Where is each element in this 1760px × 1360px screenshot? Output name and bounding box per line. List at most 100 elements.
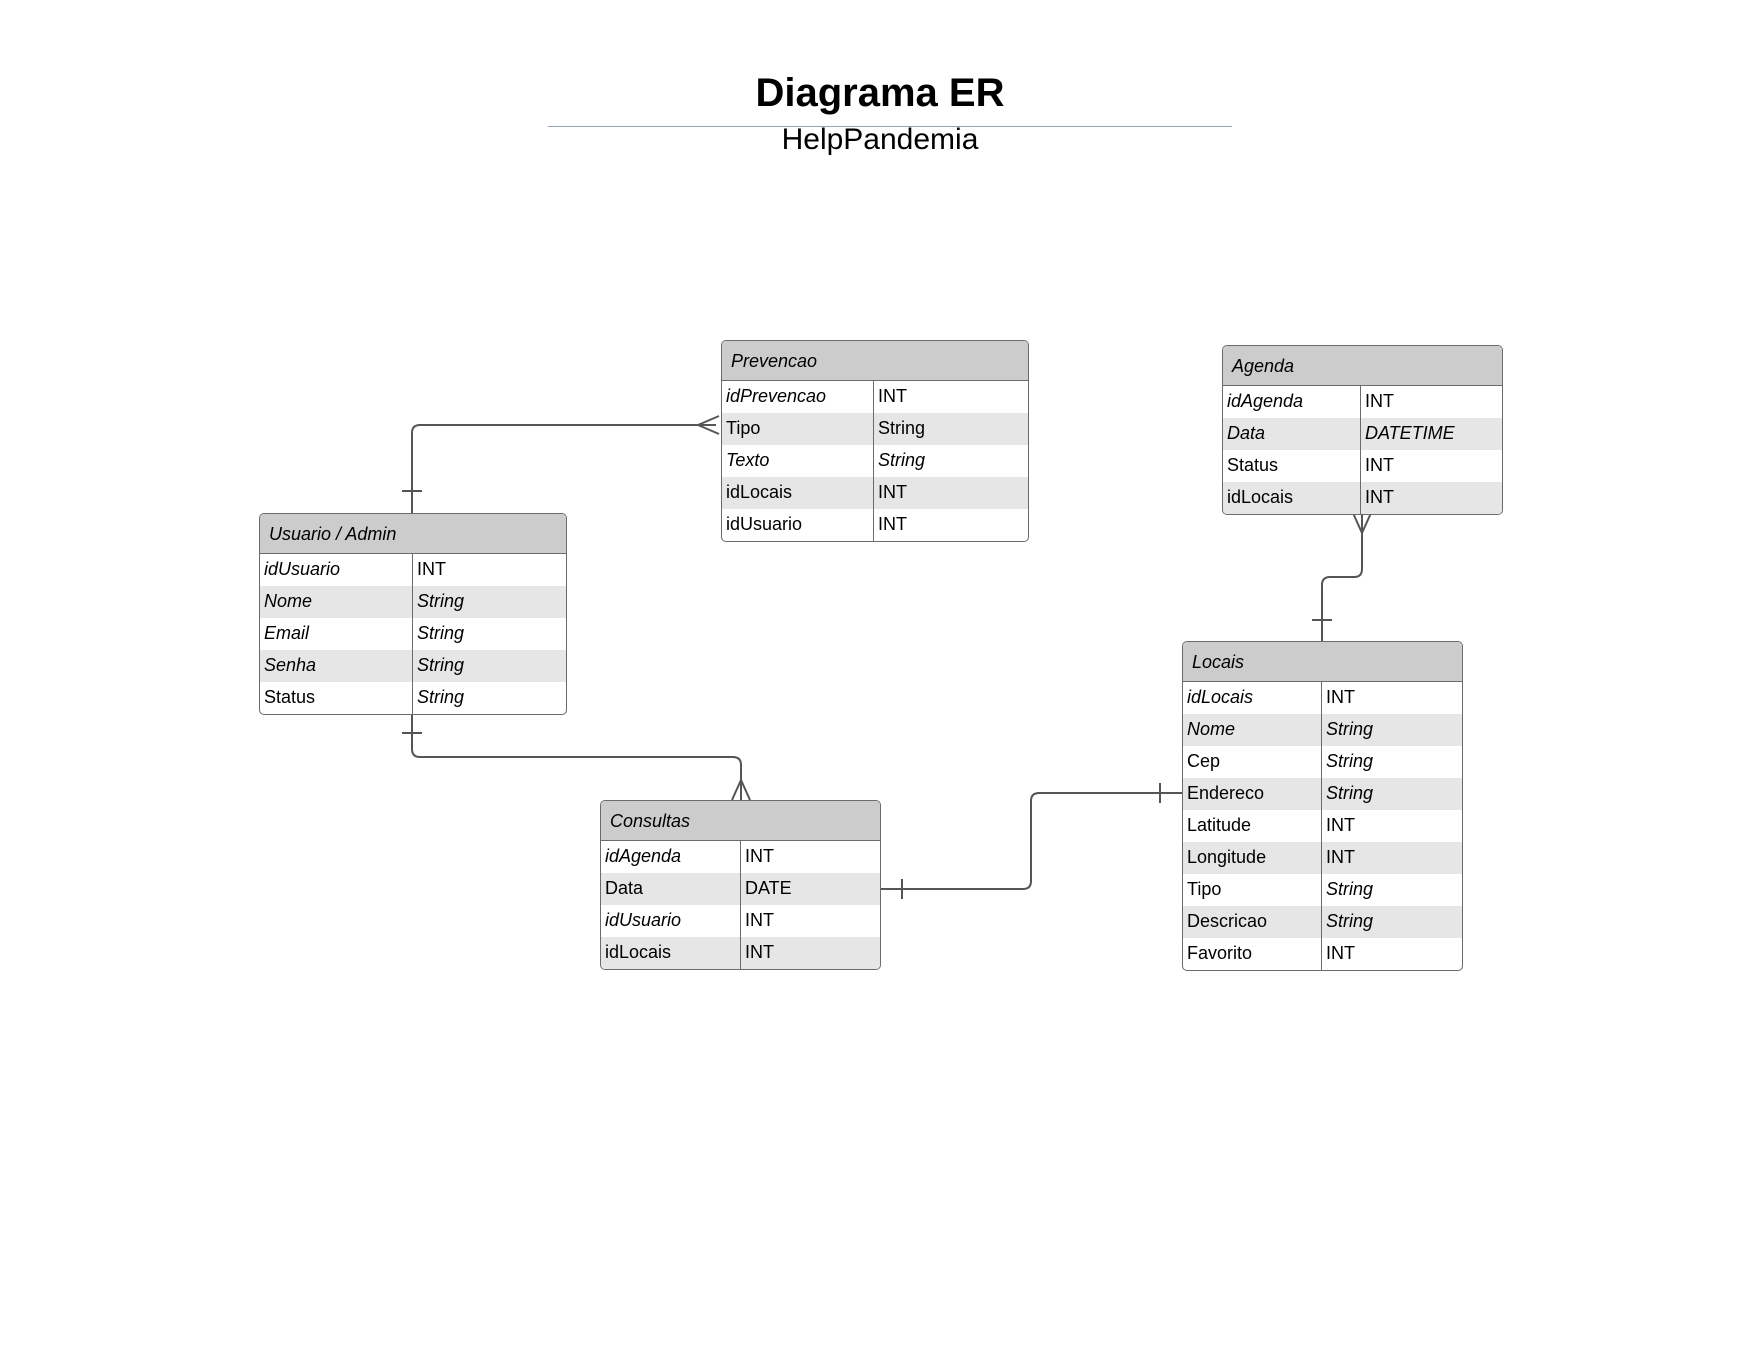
field-name: idLocais [601,937,741,969]
connector-locais-agenda [1321,513,1363,641]
field-type: String [1326,783,1374,803]
field-name: idAgenda [601,841,741,873]
field-name: Status [260,682,413,714]
field-type: INT [878,386,907,406]
field-name: Longitude [1183,842,1322,874]
field-name: Status [1223,450,1361,482]
field-type: String [417,623,465,643]
field-type: INT [1326,943,1355,963]
field-name: Descricao [1183,906,1322,938]
field-name: idLocais [1223,482,1361,514]
field-name: Data [601,873,741,905]
entity-header-consultas: Consultas [601,801,880,841]
entity-header-usuario-admin: Usuario / Admin [260,514,566,554]
title-divider [548,126,1232,127]
field-name: Tipo [722,413,874,445]
field-type: INT [1326,815,1355,835]
field-type: INT [1326,687,1355,707]
field-type: INT [1365,487,1394,507]
field-type: INT [1365,391,1394,411]
field-name: idLocais [722,477,874,509]
field-name: Latitude [1183,810,1322,842]
field-type: String [1326,719,1374,739]
entity-header-prevencao: Prevencao [722,341,1028,381]
field-name: Cep [1183,746,1322,778]
entity-header-locais: Locais [1183,642,1462,682]
field-type: INT [878,514,907,534]
field-type: INT [1326,847,1355,867]
field-name: idLocais [1183,682,1322,714]
field-type: String [1326,911,1374,931]
many-marker-prevencao [697,415,720,435]
field-type: String [878,450,926,470]
connector-usuario-consultas [411,712,742,800]
field-type: String [1326,879,1374,899]
diagram-title: Diagrama ER [755,71,1005,115]
many-marker-agenda [1352,512,1372,534]
field-name: idUsuario [601,905,741,937]
field-type: INT [745,910,774,930]
field-type: String [1326,751,1374,771]
field-name: Nome [1183,714,1322,746]
diagram-subtitle: HelpPandemia [781,123,979,156]
field-type: DATE [745,878,792,898]
field-type: String [417,687,465,707]
entity-header-agenda: Agenda [1223,346,1502,386]
field-type: INT [745,942,774,962]
connector-consultas-locais [881,792,1182,890]
field-name: Nome [260,586,413,618]
field-name: idUsuario [722,509,874,541]
field-type: INT [1365,455,1394,475]
field-type: INT [878,482,907,502]
field-type: String [878,418,926,438]
many-marker-consultas [731,779,751,801]
field-name: idAgenda [1223,386,1361,418]
field-type: INT [417,559,446,579]
field-name: idUsuario [260,554,413,586]
field-type: INT [745,846,774,866]
field-type: String [417,655,465,675]
field-name: idPrevencao [722,381,874,413]
field-name: Favorito [1183,938,1322,970]
field-name: Data [1223,418,1361,450]
field-name: Email [260,618,413,650]
field-name: Senha [260,650,413,682]
connector-usuario-prevencao [411,424,716,513]
